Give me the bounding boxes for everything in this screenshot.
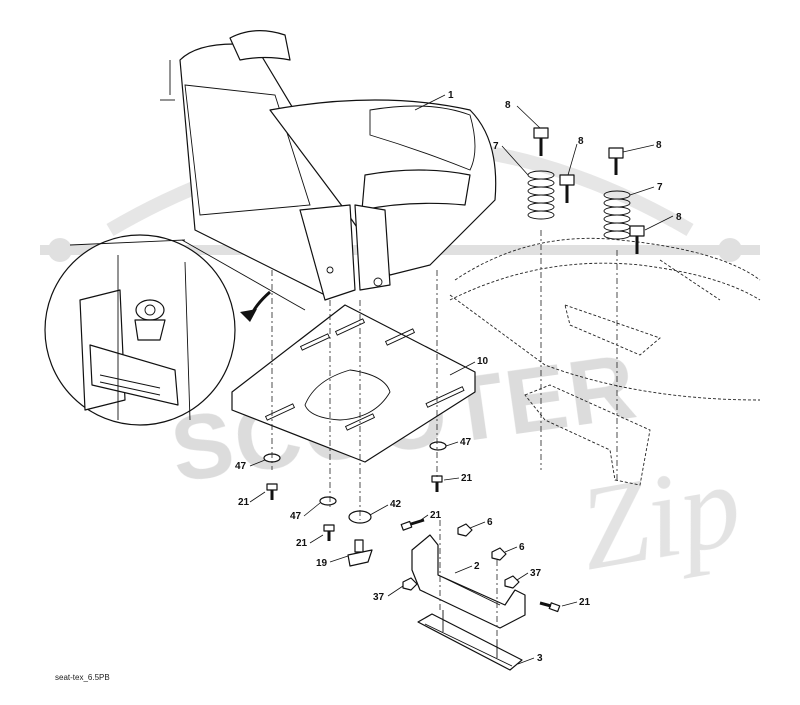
springs bbox=[527, 170, 631, 240]
bolts bbox=[533, 127, 645, 254]
callout-37: 37 bbox=[373, 592, 385, 603]
callout-6: 6 bbox=[519, 542, 525, 553]
callout-labels: 1 8 8 8 8 7 7 10 47 47 47 21 21 21 21 21… bbox=[235, 90, 682, 664]
callout-1: 1 bbox=[448, 90, 454, 101]
mounting-plate bbox=[231, 304, 476, 463]
callout-8: 8 bbox=[676, 212, 682, 223]
callout-47: 47 bbox=[460, 437, 472, 448]
callout-21: 21 bbox=[238, 497, 250, 508]
bolt-8c bbox=[608, 147, 624, 175]
seat bbox=[160, 30, 497, 301]
callout-8: 8 bbox=[505, 100, 511, 111]
fender-outline bbox=[449, 237, 761, 486]
callout-21: 21 bbox=[296, 538, 308, 549]
bolt-8d bbox=[629, 225, 645, 254]
callout-47: 47 bbox=[235, 461, 247, 472]
callout-6: 6 bbox=[487, 517, 493, 528]
bolt-8a bbox=[533, 127, 549, 156]
callout-3: 3 bbox=[537, 653, 543, 664]
callout-2: 2 bbox=[474, 561, 480, 572]
callout-7: 7 bbox=[657, 182, 663, 193]
callout-42: 42 bbox=[390, 499, 402, 510]
callout-37: 37 bbox=[530, 568, 542, 579]
bracket-3 bbox=[417, 610, 523, 671]
callout-21: 21 bbox=[579, 597, 591, 608]
spring-left bbox=[527, 170, 555, 220]
watermark-script: Zip bbox=[569, 437, 750, 596]
fasteners bbox=[263, 441, 561, 613]
alignment-lines bbox=[271, 230, 618, 640]
diagram-caption: seat-tex_6.5PB bbox=[55, 673, 110, 682]
callout-leaders bbox=[249, 94, 674, 665]
callout-8: 8 bbox=[578, 136, 584, 147]
bolt-8b bbox=[559, 174, 575, 203]
callout-21: 21 bbox=[461, 473, 473, 484]
callout-10: 10 bbox=[477, 356, 489, 367]
detail-inset bbox=[44, 234, 306, 426]
callout-8: 8 bbox=[656, 140, 662, 151]
callout-19: 19 bbox=[316, 558, 328, 569]
callout-47: 47 bbox=[290, 511, 302, 522]
callout-7: 7 bbox=[493, 141, 499, 152]
callout-21: 21 bbox=[430, 510, 442, 521]
